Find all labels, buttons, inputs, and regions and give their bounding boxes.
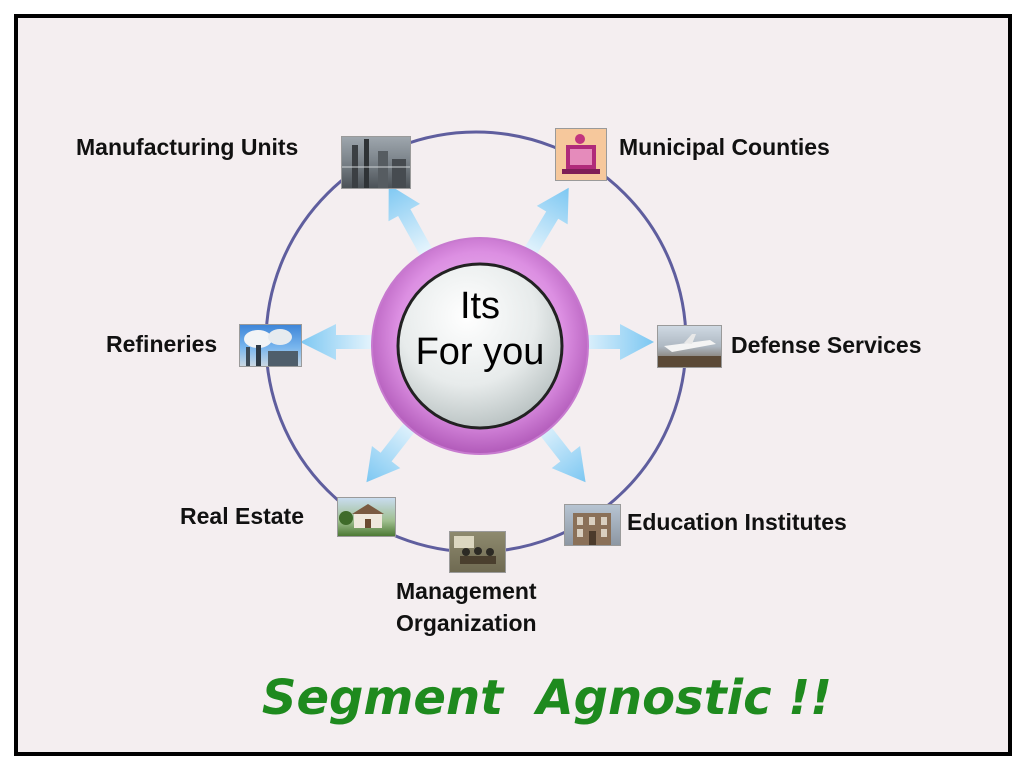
label-management-organization: Management Organization — [396, 578, 537, 637]
arrow-real-estate — [366, 416, 420, 483]
hub-line-1: Its — [459, 285, 501, 327]
label-education-institutes: Education Institutes — [627, 509, 847, 535]
arrow-manufacturing — [388, 184, 434, 258]
defense-image — [657, 325, 722, 368]
municipal-image — [555, 128, 607, 181]
arrow-municipal — [521, 187, 569, 260]
manufacturing-image — [341, 136, 411, 189]
management-image — [449, 531, 506, 573]
education-image — [564, 504, 621, 546]
label-management-line-1: Management — [396, 578, 537, 604]
arrow-refineries — [300, 324, 376, 360]
hub-label: Its For you — [398, 283, 562, 376]
label-manufacturing-units: Manufacturing Units — [76, 134, 299, 160]
label-defense-services: Defense Services — [731, 332, 922, 358]
arrow-defense — [576, 324, 654, 360]
real-estate-image — [337, 497, 396, 537]
tagline: Segment Agnostic !! — [261, 670, 833, 726]
hub-inner-button — [396, 262, 564, 430]
label-real-estate: Real Estate — [180, 503, 305, 529]
label-management-line-2: Organization — [396, 609, 537, 636]
label-refineries: Refineries — [106, 331, 218, 357]
refineries-image — [239, 324, 302, 367]
label-municipal-counties: Municipal Counties — [619, 134, 830, 160]
hub-line-2: For you — [415, 331, 545, 374]
